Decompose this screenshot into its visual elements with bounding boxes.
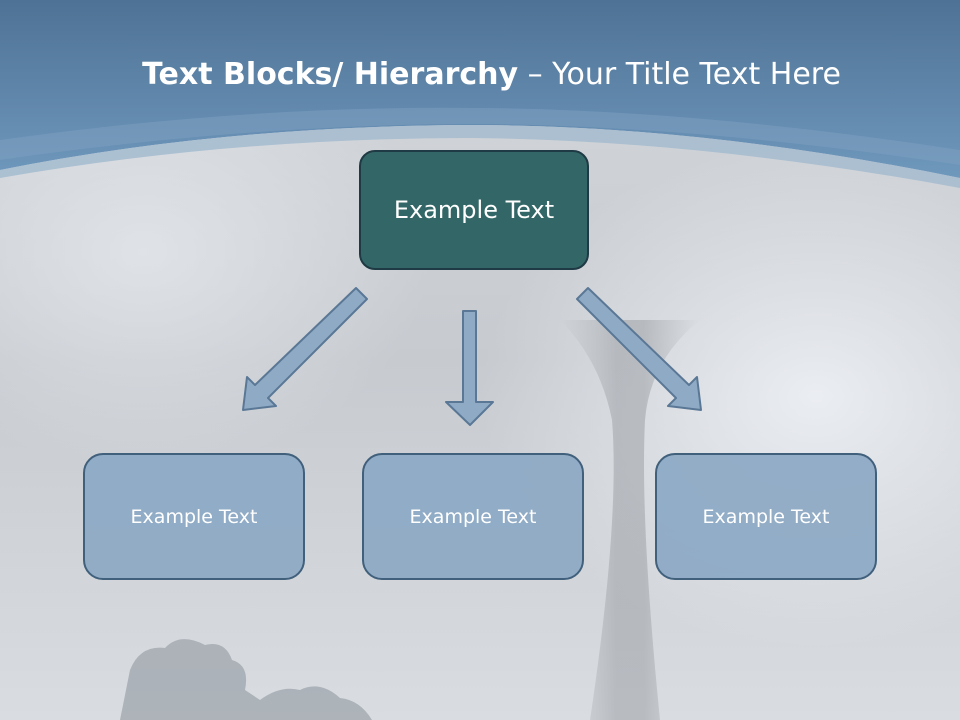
child-box-left: Example Text bbox=[83, 453, 305, 580]
title-normal-part: Your Title Text Here bbox=[552, 57, 841, 92]
top-level-box: Example Text bbox=[359, 150, 589, 270]
slide-title: Text Blocks/ Hierarchy – Your Title Text… bbox=[0, 54, 960, 96]
title-separator: – bbox=[518, 57, 553, 92]
title-bold-part: Text Blocks/ Hierarchy bbox=[142, 57, 519, 92]
child-left-label: Example Text bbox=[130, 505, 258, 528]
child-box-right: Example Text bbox=[655, 453, 877, 580]
top-level-label: Example Text bbox=[393, 196, 555, 224]
child-right-label: Example Text bbox=[702, 505, 830, 528]
child-box-middle: Example Text bbox=[362, 453, 584, 580]
child-middle-label: Example Text bbox=[409, 505, 537, 528]
